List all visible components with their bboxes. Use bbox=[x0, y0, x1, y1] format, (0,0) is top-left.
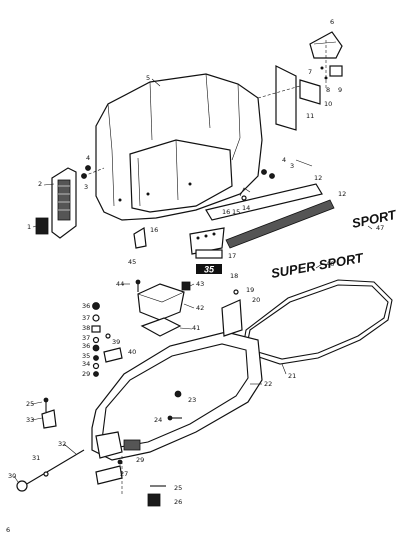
leader-lines bbox=[13, 78, 373, 483]
callout-46: 46 bbox=[326, 260, 334, 268]
callout-29b: 29 bbox=[136, 456, 144, 464]
callout-40: 40 bbox=[128, 348, 136, 356]
callout-25: 25 bbox=[26, 400, 34, 408]
callout-12b: 12 bbox=[338, 190, 346, 198]
callout-44: 44 bbox=[116, 280, 124, 288]
callout-37: 37 bbox=[82, 314, 90, 322]
callout-5: 5 bbox=[146, 74, 150, 82]
latch-box bbox=[137, 281, 191, 337]
callout-25b: 25 bbox=[174, 484, 182, 492]
nameplate: 35 bbox=[189, 227, 225, 275]
callout-10: 10 bbox=[324, 100, 332, 108]
callout-9: 9 bbox=[338, 86, 342, 94]
callout-37b: 37 bbox=[82, 334, 90, 342]
callout-36b: 36 bbox=[82, 342, 90, 350]
callout-39: 39 bbox=[112, 338, 120, 346]
callout-33: 33 bbox=[26, 416, 34, 424]
screws bbox=[43, 279, 182, 487]
callout-19: 19 bbox=[246, 286, 254, 294]
callout-6: 6 bbox=[330, 18, 334, 26]
model-number-decal: 35 bbox=[204, 265, 215, 275]
callout-35: 35 bbox=[82, 352, 90, 360]
chrome-strip bbox=[225, 199, 335, 249]
callout-7: 7 bbox=[308, 68, 312, 76]
callout-4b: 4 bbox=[282, 156, 286, 164]
callout-36: 36 bbox=[82, 302, 90, 310]
callout-2: 2 bbox=[38, 180, 42, 188]
callout-20: 20 bbox=[252, 296, 260, 304]
callout-41: 41 bbox=[192, 324, 200, 332]
seal-gasket bbox=[243, 279, 393, 365]
callout-3b: 3 bbox=[290, 162, 294, 170]
callout-11: 11 bbox=[306, 112, 314, 120]
callout-18: 18 bbox=[230, 272, 238, 280]
callout-42: 42 bbox=[196, 304, 204, 312]
sport-decal: SPORT bbox=[351, 207, 399, 231]
callout-17: 17 bbox=[228, 252, 236, 260]
callout-21: 21 bbox=[288, 372, 296, 380]
cover-clip bbox=[133, 227, 147, 249]
callout-16b: 16 bbox=[150, 226, 158, 234]
control-rod bbox=[16, 409, 161, 507]
callout-38: 38 bbox=[82, 324, 90, 332]
engine-top-cover bbox=[95, 73, 263, 221]
corner-mark: 6 bbox=[6, 526, 10, 534]
callout-29: 29 bbox=[82, 370, 90, 378]
callout-31: 31 bbox=[32, 454, 40, 462]
callout-1: 1 bbox=[27, 223, 31, 231]
callout-27: 27 bbox=[120, 470, 128, 478]
callout-14: 14 bbox=[242, 204, 250, 212]
callout-8: 8 bbox=[326, 86, 330, 94]
callout-23: 23 bbox=[188, 396, 196, 404]
callout-34: 34 bbox=[82, 360, 90, 368]
callout-22: 22 bbox=[264, 380, 272, 388]
callout-4: 4 bbox=[86, 154, 90, 162]
callout-12: 12 bbox=[314, 174, 322, 182]
callout-47: 47 bbox=[376, 224, 384, 232]
callout-3: 3 bbox=[84, 183, 88, 191]
hardware-stack bbox=[91, 302, 123, 377]
super-sport-decal: SUPER SPORT bbox=[270, 250, 365, 281]
callout-32: 32 bbox=[58, 440, 66, 448]
callout-24: 24 bbox=[154, 416, 162, 424]
callout-26: 26 bbox=[174, 498, 182, 506]
bottom-pan bbox=[91, 331, 263, 461]
callout-labels: 1 2 3 3 4 4 5 6 7 8 9 10 11 12 12 14 15 … bbox=[6, 18, 384, 534]
latch-bracket-assembly bbox=[257, 31, 343, 131]
side-grille-cover bbox=[35, 165, 105, 239]
callout-16: 16 bbox=[222, 208, 230, 216]
callout-30: 30 bbox=[8, 472, 16, 480]
trim-rail bbox=[205, 169, 323, 221]
callout-45: 45 bbox=[128, 258, 136, 266]
callout-43: 43 bbox=[196, 280, 204, 288]
callout-15: 15 bbox=[232, 208, 240, 216]
hinge-bracket bbox=[221, 289, 243, 337]
